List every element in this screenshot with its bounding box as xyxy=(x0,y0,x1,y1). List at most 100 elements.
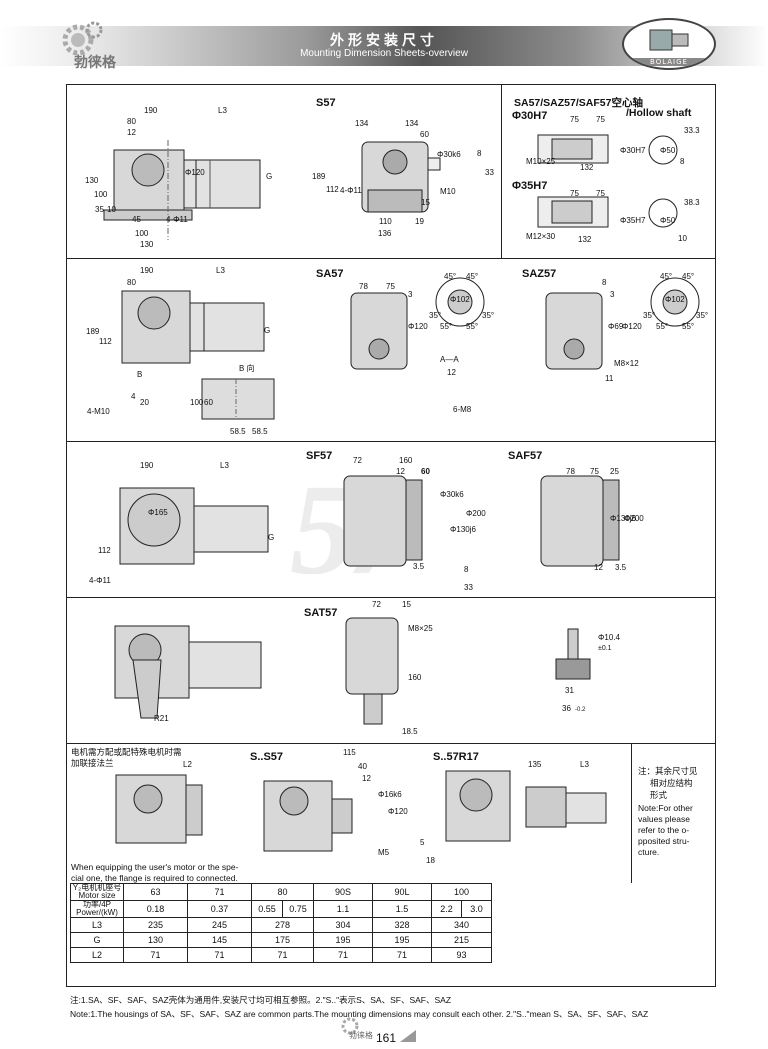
dim: 45° xyxy=(444,272,457,281)
s57-side-view xyxy=(350,130,450,230)
table-cell: 90L xyxy=(372,883,432,901)
page-title-cn: 外形安装尺寸 xyxy=(330,33,438,49)
s57-front-view xyxy=(100,140,280,240)
dim: 3.5 xyxy=(413,562,425,571)
dim: 75 xyxy=(596,115,605,124)
dim: 35° xyxy=(429,311,442,320)
footnote-cn: 注:1.SA、SF、SAF、SAZ壳体为通用件,安装尺寸均可相互参照。2."S.… xyxy=(70,995,452,1005)
table-cell: 0.18 xyxy=(123,900,188,918)
dim: 8 xyxy=(477,149,482,158)
dim: 36 xyxy=(562,704,571,713)
label-phi35: Φ35H7 xyxy=(512,180,548,192)
dim: 190 xyxy=(140,266,154,275)
sa57-side-view xyxy=(345,285,425,380)
dim: ±0.1 xyxy=(598,645,612,652)
table-header-label: Motor size xyxy=(78,891,116,900)
dim: 112 xyxy=(98,546,111,555)
dim: 40 xyxy=(358,762,367,771)
gearbox-logo-icon xyxy=(646,24,692,54)
dim: 160 xyxy=(408,673,422,682)
sat57-front-view xyxy=(105,620,280,725)
section-title-ss57: S..S57 xyxy=(250,751,284,763)
table-cell: 71 xyxy=(251,947,314,963)
dim: Φ50 xyxy=(660,146,676,155)
section-title-saz57: SAZ57 xyxy=(522,268,557,280)
section-title-hollow-en: /Hollow shaft xyxy=(626,107,692,119)
section-divider xyxy=(66,441,716,442)
dim: 3 xyxy=(408,290,413,299)
sf57-side-view xyxy=(338,470,438,580)
table-header-label: 功率/4P xyxy=(82,900,111,909)
table-row: G 130 145 175 195 195 215 xyxy=(70,932,492,948)
table-cell: 功率/4P Power/(kW) xyxy=(70,900,124,918)
dim: 75 xyxy=(596,189,605,198)
table-cell: L2 xyxy=(70,947,124,963)
page-corner-icon xyxy=(400,1030,416,1042)
table-cell: 1.5 xyxy=(372,900,432,918)
dim: 80 xyxy=(127,278,136,287)
footnote-en: Note:1.The housings of SA、SF、SAF、SAZ are… xyxy=(70,1009,649,1019)
dim: M8×25 xyxy=(408,624,433,633)
dim: B xyxy=(137,370,143,379)
motor-note-en-2: cial one, the flange is required to conn… xyxy=(71,873,238,883)
dim: Φ120 xyxy=(408,322,428,331)
section-divider xyxy=(631,743,632,883)
dim: 55° xyxy=(682,322,695,331)
table-cell: 215 xyxy=(431,932,492,948)
footer-gear-icon xyxy=(338,1016,368,1034)
saf57-side-view xyxy=(535,470,635,580)
section-title-sa57: SA57 xyxy=(316,268,344,280)
dim: 33 xyxy=(464,583,473,592)
side-note-line: 相对应结构 xyxy=(650,778,693,788)
dim: Φ16k6 xyxy=(378,790,402,799)
dim: Φ102 xyxy=(450,295,470,304)
section-title-s57r17: S..57R17 xyxy=(433,751,479,763)
table-row: L3 235 245 278 304 328 340 xyxy=(70,917,492,933)
dim: 3 xyxy=(610,290,615,299)
dim: 132 xyxy=(580,163,594,172)
dim: 4-Φ11 xyxy=(166,215,188,224)
dim: Φ120 xyxy=(622,322,642,331)
section-title-s57: S57 xyxy=(316,97,336,109)
table-cell: 328 xyxy=(372,917,432,933)
table-cell: 145 xyxy=(187,932,252,948)
table-cell: 1.1 xyxy=(313,900,373,918)
table-cell: 80 xyxy=(251,883,314,901)
dim: 8 xyxy=(680,157,685,166)
dim: Φ69 xyxy=(608,322,624,331)
dim: 135 xyxy=(528,760,542,769)
motor-flange-view xyxy=(110,765,210,860)
dim: 190 xyxy=(140,461,154,470)
dim: 100 xyxy=(190,398,204,407)
dim: 190 xyxy=(144,106,158,115)
dim: 45° xyxy=(466,272,479,281)
section-title-sf57: SF57 xyxy=(306,450,333,462)
dim: Φ120 xyxy=(185,168,205,177)
dim: 80 xyxy=(127,117,136,126)
section-divider xyxy=(66,597,716,598)
dim: 134 xyxy=(405,119,419,128)
saz57-flange-view xyxy=(640,272,710,332)
dim: 112 xyxy=(99,337,112,346)
dim: 15 xyxy=(421,198,430,207)
table-cell: 195 xyxy=(372,932,432,948)
side-note-line: 形式 xyxy=(650,790,668,800)
saz57-side-view xyxy=(540,285,620,380)
gear-logo-icon xyxy=(56,18,106,58)
dim: 35° xyxy=(643,311,656,320)
dim: M12×30 xyxy=(526,232,556,241)
dim: 18 xyxy=(426,856,435,865)
table-cell: 2.2 xyxy=(431,900,462,918)
dim: 10 xyxy=(678,234,687,243)
table-cell: L3 xyxy=(70,917,124,933)
dim: 8 xyxy=(602,278,607,287)
brand-badge: BOLAIGE xyxy=(622,18,716,70)
table-cell: 0.37 xyxy=(187,900,252,918)
drawing-frame xyxy=(66,84,716,987)
table-cell: 71 xyxy=(372,947,432,963)
table-row: Y₂电机机座号 Motor size 63 71 80 90S 90L 100 xyxy=(70,883,492,901)
dim: Φ200 xyxy=(624,514,644,523)
dim: 136 xyxy=(378,229,392,238)
dim: 33 xyxy=(485,168,494,177)
label-phi30: Φ30H7 xyxy=(512,110,548,122)
